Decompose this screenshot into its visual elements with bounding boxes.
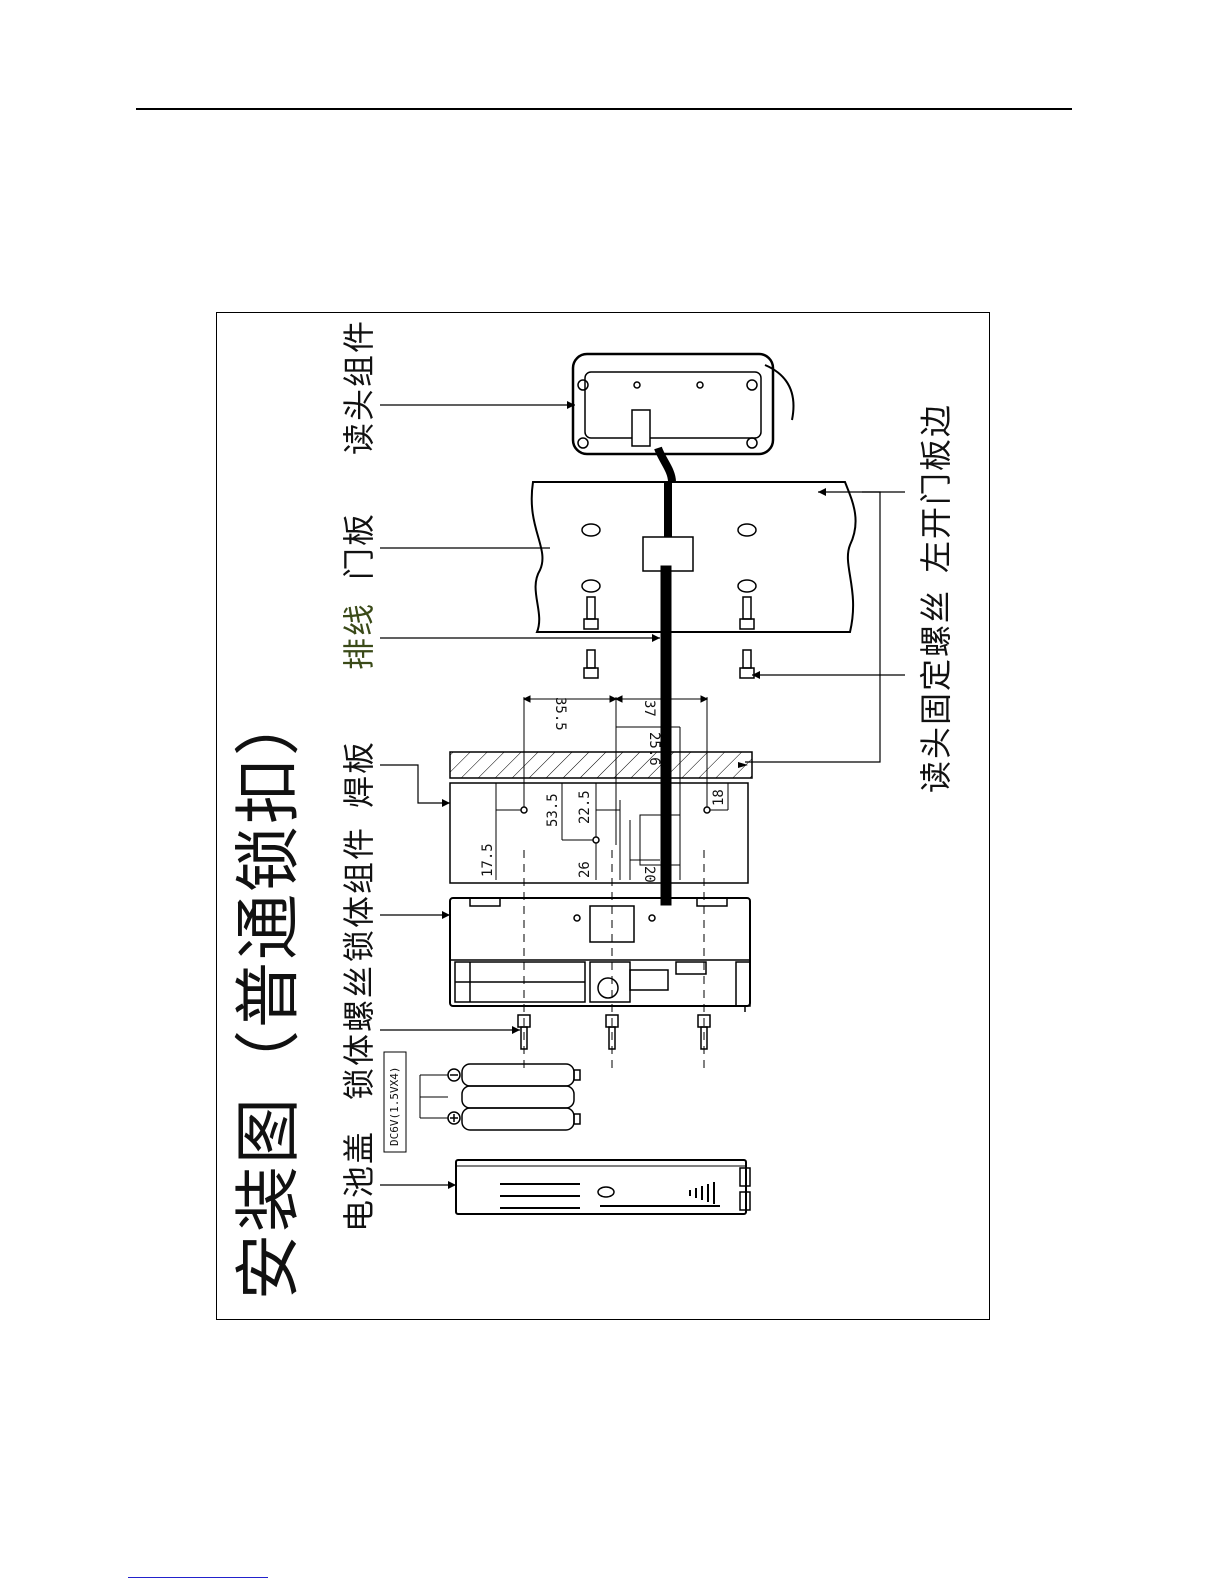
dim-26: 26 <box>578 861 592 878</box>
label-weld-plate: 焊板 <box>343 740 375 808</box>
dim-22-5: 22.5 <box>578 790 592 824</box>
label-ribbon-cable: 排线 <box>343 602 375 670</box>
dim-53-5: 53.5 <box>546 793 560 827</box>
footer-link-underline[interactable] <box>128 1577 268 1578</box>
leader-lines <box>380 405 905 1185</box>
label-battery-cover: 电池盖 <box>343 1130 375 1232</box>
weld-plate <box>450 752 752 778</box>
reader-assembly <box>573 354 793 482</box>
lock-body-screws <box>518 1015 710 1049</box>
dim-17-5: 17.5 <box>481 843 495 877</box>
dim-35-5: 35.5 <box>553 697 567 731</box>
battery-cover <box>456 1160 750 1214</box>
dim-20: 20 <box>642 866 656 883</box>
dim-18: 18 <box>712 789 726 806</box>
door-panel <box>532 482 856 632</box>
label-lock-body-assembly: 锁体组件 <box>343 826 375 962</box>
label-door-panel: 门板 <box>343 512 375 580</box>
dim-37: 37 <box>642 700 656 717</box>
diagram-title: 安装图（普通锁扣） <box>236 688 302 1300</box>
label-reader-assembly: 读头组件 <box>343 319 375 455</box>
label-reader-fixing-screws: 读头固定螺丝 <box>920 589 952 793</box>
label-lock-body-screws: 锁体螺丝 <box>343 964 375 1100</box>
battery-pack <box>384 1052 580 1152</box>
dim-25-6: 25.6 <box>647 732 661 766</box>
lock-body-assembly <box>450 898 750 1012</box>
battery-spec-label: DC6V(1.5VX4) <box>389 1067 400 1146</box>
label-left-open-door-edge: 左开门板边 <box>920 403 952 573</box>
